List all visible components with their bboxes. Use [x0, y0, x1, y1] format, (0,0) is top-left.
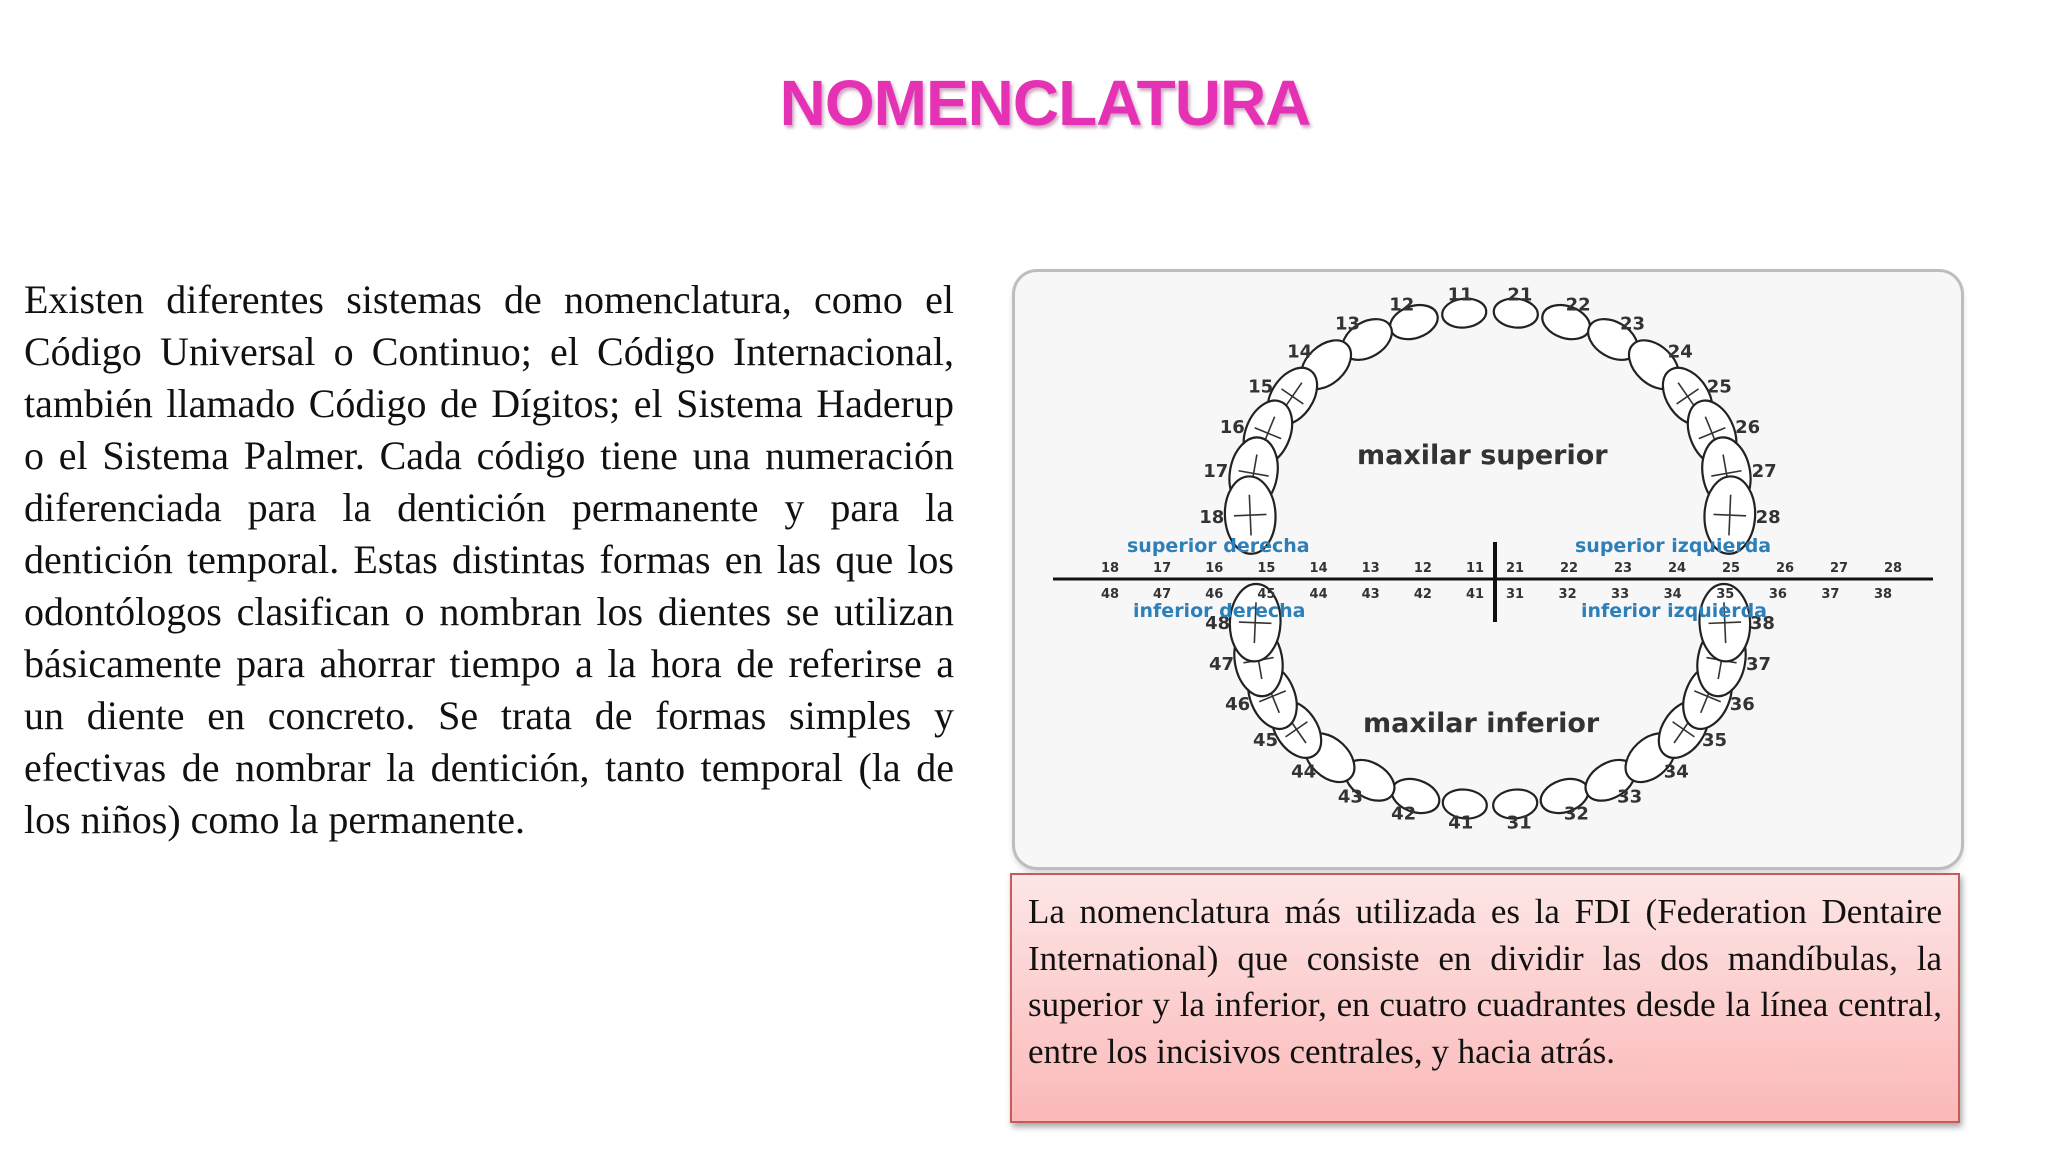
body-paragraph: Existen diferentes sistemas de nomenclat… [24, 277, 954, 842]
grid-number-label: 24 [1668, 561, 1686, 576]
tooth-number-label: 18 [1199, 507, 1224, 528]
tooth-number-label: 32 [1564, 804, 1589, 825]
quadrant-upper-right-label: superior derecha [1127, 535, 1310, 557]
tooth-18 [1223, 475, 1277, 555]
tooth-number-label: 24 [1668, 341, 1693, 362]
tooth-number-label: 11 [1448, 285, 1473, 306]
tooth-number-label: 38 [1750, 613, 1775, 634]
grid-number-label: 31 [1506, 587, 1524, 602]
tooth-number-label: 17 [1203, 461, 1228, 482]
tooth-number-label: 21 [1507, 285, 1532, 306]
tooth-28 [1703, 475, 1757, 555]
quadrant-upper-left-label: superior izquierda [1575, 535, 1771, 557]
fdi-explanation-text: La nomenclatura más utilizada es la FDI … [1028, 892, 1942, 1071]
grid-number-label: 25 [1722, 561, 1740, 576]
tooth-number-label: 14 [1287, 341, 1312, 362]
grid-number-label: 35 [1716, 587, 1734, 602]
grid-number-label: 21 [1506, 561, 1524, 576]
grid-number-label: 28 [1884, 561, 1902, 576]
tooth-number-label: 31 [1507, 812, 1532, 833]
grid-number-label: 27 [1830, 561, 1848, 576]
tooth-41 [1441, 788, 1488, 820]
grid-number-label: 22 [1560, 561, 1578, 576]
tooth-number-label: 42 [1391, 804, 1416, 825]
tooth-number-label: 28 [1756, 507, 1781, 528]
tooth-38 [1698, 582, 1752, 663]
tooth-number-label: 13 [1335, 314, 1360, 335]
grid-number-label: 17 [1153, 561, 1171, 576]
tooth-number-label: 15 [1248, 376, 1273, 397]
grid-number-label: 32 [1559, 587, 1577, 602]
tooth-number-label: 33 [1617, 786, 1642, 807]
tooth-number-label: 47 [1209, 654, 1234, 675]
tooth-number-label: 48 [1205, 613, 1230, 634]
grid-number-label: 45 [1257, 587, 1275, 602]
grid-number-label: 26 [1776, 561, 1794, 576]
tooth-21 [1492, 297, 1539, 329]
tooth-number-label: 12 [1389, 295, 1414, 316]
fdi-explanation-box: La nomenclatura más utilizada es la FDI … [1010, 873, 1960, 1123]
grid-number-label: 33 [1611, 587, 1629, 602]
grid-number-label: 47 [1153, 587, 1171, 602]
grid-number-label: 48 [1101, 587, 1119, 602]
quadrant-lower-left-label: inferior izquierda [1581, 600, 1767, 622]
tooth-number-label: 43 [1338, 786, 1363, 807]
tooth-48 [1228, 582, 1282, 663]
grid-number-label: 37 [1821, 587, 1839, 602]
grid-number-label: 34 [1664, 587, 1682, 602]
tooth-number-label: 26 [1735, 417, 1760, 438]
tooth-11 [1441, 297, 1488, 329]
tooth-number-label: 36 [1730, 694, 1755, 715]
grid-number-label: 18 [1101, 561, 1119, 576]
tooth-number-label: 37 [1746, 654, 1771, 675]
quadrant-lower-right-label: inferior derecha [1133, 600, 1305, 622]
grid-number-label: 23 [1614, 561, 1632, 576]
tooth-number-label: 23 [1620, 314, 1645, 335]
slide-title: NOMENCLATURA [779, 67, 1312, 139]
tooth-31 [1492, 788, 1539, 820]
tooth-number-label: 25 [1707, 376, 1732, 397]
grid-number-label: 46 [1205, 587, 1223, 602]
grid-number-label: 42 [1414, 587, 1432, 602]
upper-jaw-label: maxilar superior [1357, 440, 1608, 471]
tooth-number-label: 41 [1448, 812, 1473, 833]
grid-number-label: 14 [1310, 561, 1328, 576]
grid-number-label: 44 [1310, 587, 1328, 602]
tooth-number-label: 46 [1225, 694, 1250, 715]
grid-number-label: 16 [1205, 561, 1223, 576]
tooth-number-label: 34 [1664, 762, 1689, 783]
tooth-number-label: 45 [1253, 730, 1278, 751]
lower-jaw-label: maxilar inferior [1363, 708, 1600, 739]
grid-number-label: 12 [1414, 561, 1432, 576]
grid-number-label: 41 [1466, 587, 1484, 602]
grid-number-label: 43 [1362, 587, 1380, 602]
grid-number-label: 15 [1257, 561, 1275, 576]
grid-number-label: 38 [1874, 587, 1892, 602]
tooth-number-label: 35 [1702, 730, 1727, 751]
grid-number-label: 36 [1769, 587, 1787, 602]
tooth-number-label: 16 [1220, 417, 1245, 438]
tooth-number-label: 44 [1291, 762, 1316, 783]
grid-number-label: 11 [1466, 561, 1484, 576]
tooth-number-label: 22 [1566, 295, 1591, 316]
tooth-number-label: 27 [1752, 461, 1777, 482]
grid-number-label: 13 [1362, 561, 1380, 576]
